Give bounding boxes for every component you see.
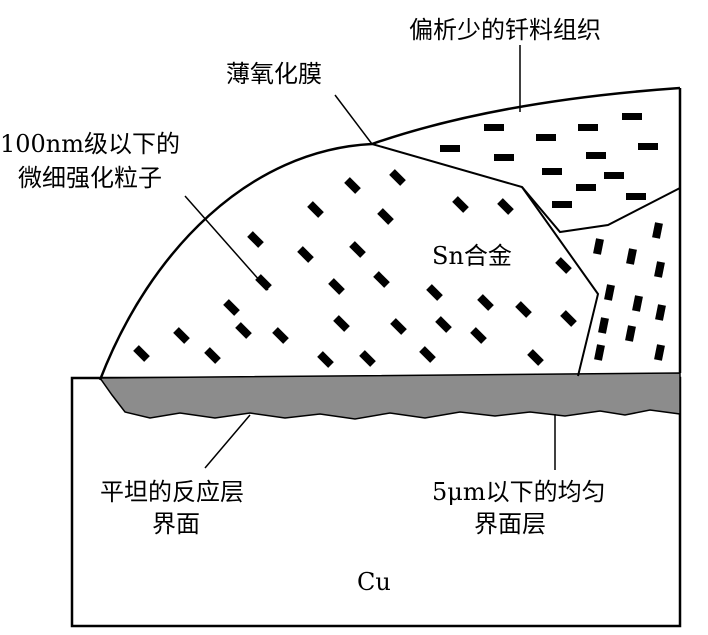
dash — [536, 134, 556, 141]
particle — [235, 322, 252, 339]
particle — [133, 345, 150, 362]
particle — [349, 241, 366, 258]
reaction-layer — [98, 372, 681, 420]
dash — [484, 124, 504, 131]
particle — [390, 318, 407, 335]
particle — [593, 238, 604, 255]
particle — [389, 169, 406, 186]
strengthening-particles — [133, 169, 577, 368]
particle — [497, 198, 514, 215]
particle — [419, 346, 436, 363]
particle — [604, 284, 615, 301]
particle — [452, 196, 469, 213]
dash — [604, 172, 624, 179]
dash — [440, 145, 460, 152]
particle — [527, 349, 544, 366]
leader-particles — [184, 195, 269, 291]
label-sn-alloy: Sn合金 — [432, 242, 512, 270]
particle — [632, 295, 643, 312]
particle — [654, 344, 665, 361]
label-oxide-film: 薄氧化膜 — [226, 60, 322, 88]
particle — [373, 271, 390, 288]
label-reaction-line2: 界面 — [152, 510, 200, 538]
label-segregation: 偏析少的钎料组织 — [409, 16, 601, 44]
particle — [652, 222, 663, 239]
label-substrate: Cu — [357, 568, 391, 596]
dash — [578, 124, 598, 131]
particle — [297, 246, 314, 263]
dash — [638, 143, 658, 150]
dash — [494, 154, 514, 161]
particle — [426, 284, 443, 301]
particle — [333, 315, 350, 332]
dash — [552, 201, 572, 208]
particle — [247, 231, 264, 248]
particle — [317, 351, 334, 368]
dash — [626, 193, 646, 200]
particle — [255, 274, 272, 291]
dash — [542, 168, 562, 175]
particle — [560, 310, 577, 327]
particle — [594, 344, 605, 361]
particle — [204, 347, 221, 364]
particle — [344, 177, 361, 194]
particle — [555, 257, 572, 274]
particle — [359, 350, 376, 367]
particle — [377, 208, 394, 225]
particle — [470, 327, 487, 344]
label-particles-line1: 100nm级以下的 — [0, 130, 180, 158]
dash — [586, 152, 606, 159]
leader-oxide-film — [334, 94, 373, 145]
solder-dome-outline — [98, 86, 681, 381]
particle — [625, 325, 636, 342]
particle — [328, 278, 345, 295]
cu-substrate — [70, 376, 682, 628]
particle — [272, 327, 289, 344]
particle — [173, 327, 190, 344]
particle — [598, 317, 609, 334]
leader-lines — [184, 45, 556, 470]
particle — [435, 316, 452, 333]
grain-boundary-upper — [371, 143, 681, 234]
particle — [515, 301, 532, 318]
label-reaction-line1: 平坦的反应层 — [100, 478, 244, 506]
grain-boundary-right — [521, 186, 600, 377]
particle — [654, 261, 665, 278]
right-grain-dashes — [593, 222, 666, 361]
particle — [626, 248, 637, 265]
leader-reaction-layer — [204, 414, 251, 469]
dash — [576, 184, 596, 191]
dash — [622, 113, 642, 120]
solder-structure-dashes — [440, 113, 658, 208]
label-uniform-line2: 界面层 — [474, 510, 546, 538]
particle — [223, 299, 240, 316]
particle — [307, 201, 324, 218]
particle — [655, 304, 666, 321]
label-uniform-line1: 5μm以下的均匀 — [432, 478, 606, 506]
particle — [477, 294, 494, 311]
label-particles-line2: 微细强化粒子 — [18, 164, 162, 192]
